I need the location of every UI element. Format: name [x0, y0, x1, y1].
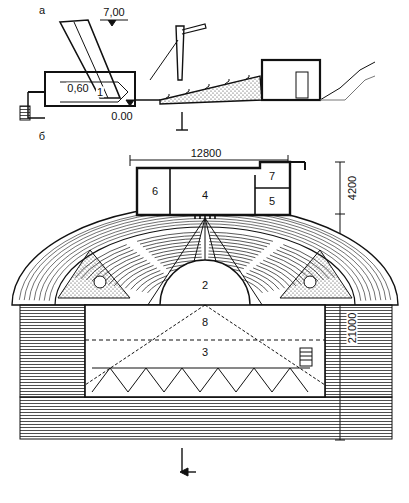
drawing-label: 0,60	[66, 83, 89, 94]
drawing-label: 4200	[347, 175, 358, 201]
seat-row	[143, 239, 201, 247]
drawing-label: 21000	[347, 312, 358, 345]
drawing-label: б	[38, 131, 46, 142]
seat-row	[146, 242, 201, 250]
drawing-label: 0.00	[110, 111, 133, 122]
drawing-label: 5	[268, 196, 276, 207]
drawing-label: 3	[201, 347, 209, 358]
seat-row	[209, 248, 258, 255]
seat-row	[125, 268, 157, 288]
seat-row	[155, 251, 202, 258]
drawing-label: 4	[201, 190, 209, 201]
plan-view	[12, 155, 398, 476]
seat-row	[152, 248, 202, 255]
drawing-label: 7	[268, 171, 276, 182]
seat-row	[149, 245, 201, 253]
seat-row	[210, 239, 268, 247]
seat-row	[253, 268, 285, 288]
drawing-label: 7,00	[102, 7, 125, 18]
seat-row	[209, 242, 264, 250]
drawing-label: 8	[201, 317, 209, 328]
drawing-label: 1	[96, 87, 104, 98]
seat-row	[209, 245, 261, 253]
drawing-label: а	[38, 5, 46, 16]
drawing-label: 2	[201, 280, 209, 291]
seat-row	[209, 251, 256, 258]
drawing-label: 12800	[190, 148, 223, 159]
section-view	[20, 20, 375, 130]
drawing-label: 6	[151, 186, 159, 197]
